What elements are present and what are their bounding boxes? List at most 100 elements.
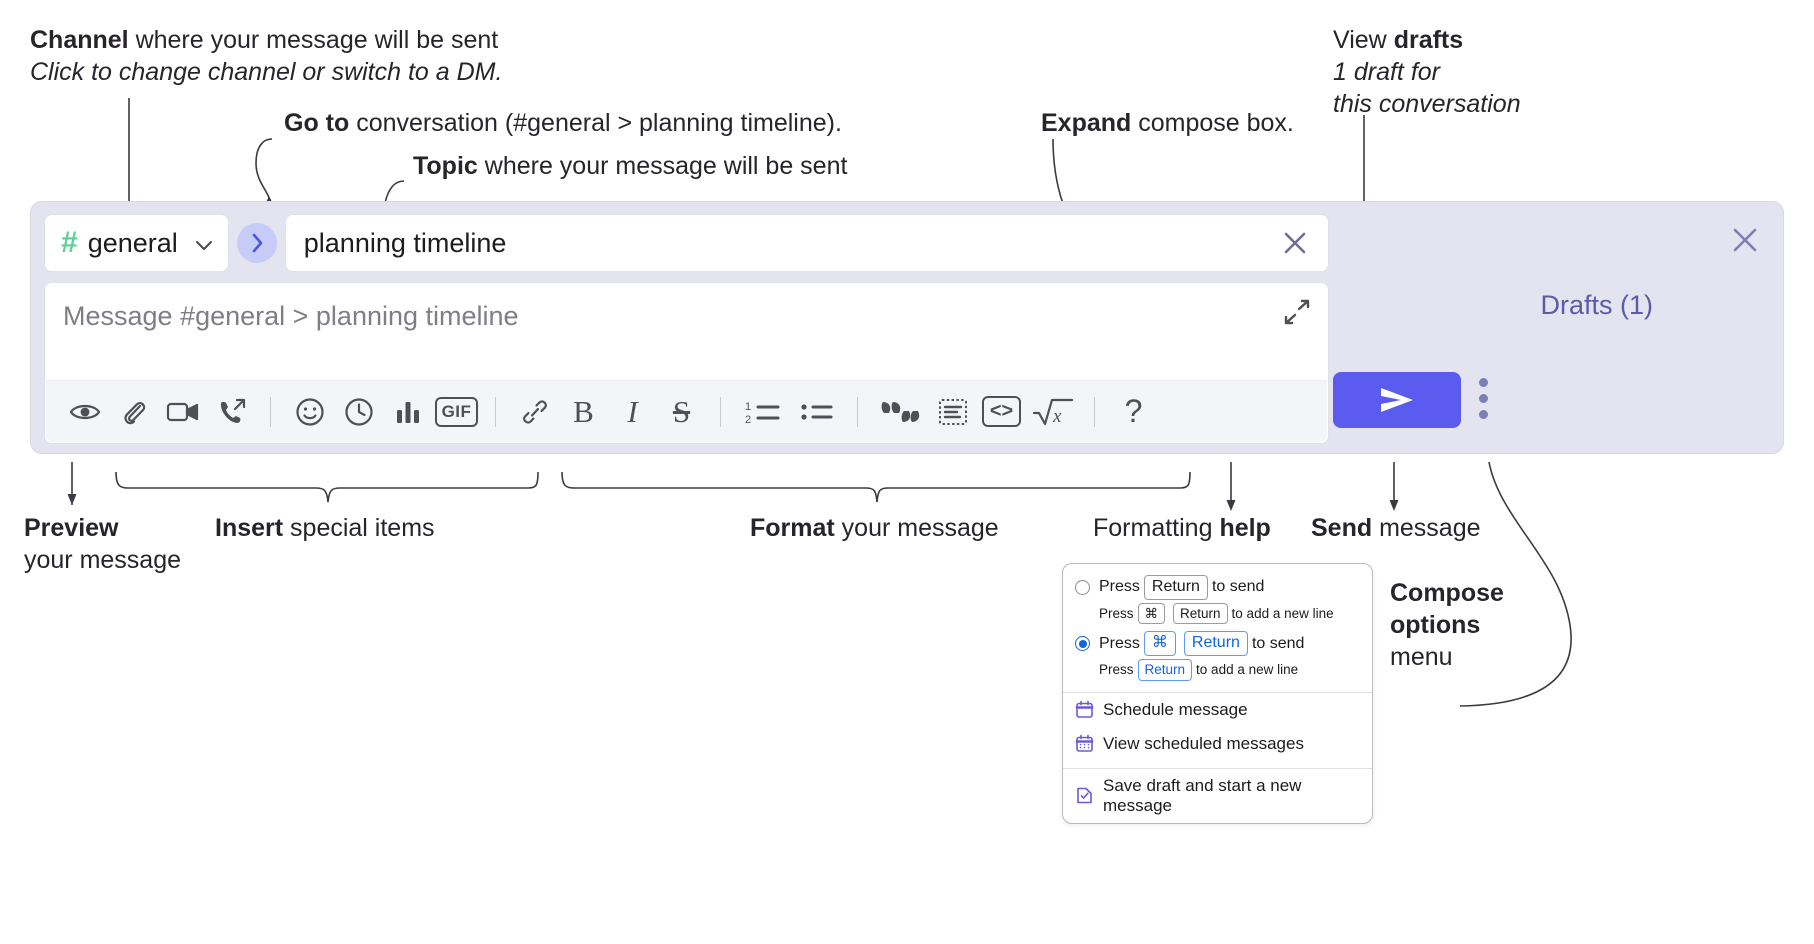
annotation-help-pre: Formatting [1093,514,1220,542]
strikethrough-icon[interactable]: S [657,387,706,436]
annotation-topic-rest: where your message will be sent [477,152,848,180]
annotation-compose-bold2: options [1390,611,1481,639]
menu-item-save-draft[interactable]: Save draft and start a new message [1063,769,1372,823]
goto-conversation-button[interactable] [236,223,277,263]
channel-name: general [87,227,178,258]
menu-divider [1063,691,1372,693]
expand-icon[interactable] [1282,297,1312,327]
channel-selector[interactable]: # general [44,214,229,272]
video-icon[interactable] [158,387,207,436]
annotation-format: Format your message [750,512,999,544]
poll-icon[interactable] [383,387,432,436]
menu-item-view-scheduled[interactable]: View scheduled messages [1063,727,1372,761]
topic-input[interactable]: planning timeline [284,214,1329,272]
svg-text:2: 2 [745,414,751,425]
attachment-icon[interactable] [109,387,158,436]
ordered-list-icon[interactable]: 1 2 [735,387,791,436]
bulleted-list-icon[interactable] [791,387,843,436]
message-input-placeholder: Message #general > planning timeline [63,301,519,331]
help-icon[interactable]: ? [1109,387,1158,436]
menu-item-label: Save draft and start a new message [1103,775,1302,815]
message-compose-box[interactable]: Message #general > planning timeline [44,282,1329,444]
annotation-goto: Go to conversation (#general > planning … [284,107,842,139]
emoji-icon[interactable] [285,387,334,436]
annotation-channel-bold: Channel [30,26,129,54]
clear-topic-icon[interactable] [1280,228,1310,258]
annotation-expand-rest: compose box. [1131,109,1294,137]
key-return: Return [1143,575,1208,600]
annotation-insert-bold: Insert [215,514,284,542]
hash-icon: # [61,226,78,259]
radio-selected[interactable] [1075,636,1090,652]
toolbar-divider [495,396,496,427]
annotation-topic-bold: Topic [413,152,478,180]
annotation-compose-bold1: Compose [1390,579,1504,607]
radio-unselected[interactable] [1075,579,1090,595]
key-command: ⌘ [1143,631,1176,657]
annotation-drafts-italic1: 1 draft for [1333,58,1440,86]
annotation-drafts-pre: View [1333,26,1394,54]
audio-call-icon[interactable] [207,387,256,436]
annotation-expand: Expand compose box. [1041,107,1294,139]
send-option-return[interactable]: Press Return to send [1063,572,1372,600]
preview-icon[interactable] [60,387,109,436]
annotation-formatting-help: Formatting help [1093,512,1271,544]
italic-label: I [627,393,638,429]
bold-icon[interactable]: B [559,387,608,436]
annotation-insert: Insert special items [215,512,435,544]
annotation-goto-bold: Go to [284,109,350,137]
annotation-topic: Topic where your message will be sent [413,150,847,182]
drafts-link[interactable]: Drafts (1) [1540,290,1653,320]
send-option-cmd-return[interactable]: Press ⌘ Return to send [1063,628,1372,657]
chevron-down-icon [194,228,214,259]
compose-options-menu: Press Return to send Press ⌘ Return to a… [1062,563,1373,824]
gif-icon[interactable]: GIF [432,387,481,436]
chevron-right-icon [252,233,263,253]
option2-sub-press: Press [1099,662,1134,678]
compose-options-button[interactable] [1479,378,1489,426]
math-icon[interactable]: x [1026,387,1080,436]
option2-press: Press [1099,634,1140,652]
code-icon[interactable]: <> [977,387,1026,436]
svg-text:1: 1 [745,401,751,413]
annotation-expand-bold: Expand [1041,109,1132,137]
send-option-cmd-return-hint: Press Return to add a new line [1063,656,1372,685]
kebab-dot [1479,394,1488,403]
annotation-drafts-bold: drafts [1393,26,1464,54]
key-return: Return [1137,659,1193,681]
code-block-icon[interactable] [928,387,977,436]
blockquote-icon[interactable] [872,387,928,436]
send-button[interactable] [1333,372,1461,428]
menu-divider [1063,767,1372,769]
annotation-channel-italic: Click to change channel or switch to a D… [30,58,503,86]
send-option-return-hint: Press ⌘ Return to add a new line [1063,600,1372,629]
annotation-goto-rest: conversation (#general > planning timeli… [349,109,842,137]
link-icon[interactable] [510,387,559,436]
italic-icon[interactable]: I [608,387,657,436]
svg-text:x: x [1052,406,1062,427]
annotation-send: Send message [1311,512,1481,544]
annotation-format-rest: your message [834,514,999,542]
annotation-preview-bold: Preview [24,514,119,542]
code-label: <> [981,396,1022,427]
schedule-clock-icon[interactable] [334,387,383,436]
save-draft-icon [1075,786,1094,805]
annotation-preview: Preview your message [24,512,181,576]
kebab-dot [1479,410,1488,419]
calendar-icon [1075,700,1094,719]
help-label: ? [1124,393,1143,429]
close-icon[interactable] [1729,224,1761,256]
annotation-compose-options: Compose options menu [1390,577,1504,673]
bold-label: B [573,393,594,429]
gif-label: GIF [434,396,479,427]
option1-sub-suffix: to add a new line [1231,606,1334,622]
compose-panel: Drafts (1) # general planning timeline [30,201,1784,454]
key-command: ⌘ [1137,602,1166,625]
topic-value: planning timeline [303,227,507,258]
annotation-drafts: View drafts 1 draft for this conversatio… [1333,24,1521,120]
annotation-drafts-italic2: this conversation [1333,90,1521,118]
menu-item-schedule-message[interactable]: Schedule message [1063,693,1372,727]
annotation-send-bold: Send [1311,514,1373,542]
annotation-compose-rest: menu [1390,643,1453,671]
option1-sub-press: Press [1099,606,1134,622]
